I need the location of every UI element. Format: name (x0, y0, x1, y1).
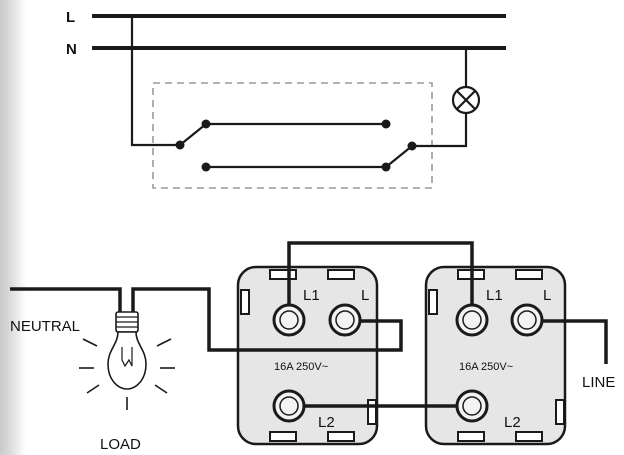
neutral-rail-label: N (66, 41, 77, 58)
contact-dot (201, 119, 211, 129)
terminal-label-l2: L2 (318, 414, 335, 431)
terminal-label-l1: L1 (303, 287, 320, 304)
neutral-label: NEUTRAL (10, 318, 80, 335)
terminal-label-l: L (543, 287, 551, 304)
live-feed-wire (130, 16, 180, 147)
terminal-l-left (328, 303, 362, 337)
wiring-layout: L1 L L2 16A 250V~ L1 L L2 16A 250V~ (10, 241, 615, 453)
load-label: LOAD (100, 436, 141, 453)
left-switch-blade (179, 123, 207, 146)
switch-rating: 16A 250V~ (274, 361, 328, 373)
terminal-l2-left (272, 389, 306, 423)
neutral-wire (10, 287, 122, 312)
contact-dot (201, 162, 211, 172)
contact-dot (381, 162, 391, 172)
line-input-wire (525, 319, 608, 364)
switch-terminals (272, 303, 544, 423)
switch-rating: 16A 250V~ (459, 361, 513, 373)
terminal-l1-left (272, 303, 306, 337)
page-edge-shadow (0, 0, 26, 455)
contact-dot (175, 140, 185, 150)
contact-dot (407, 141, 417, 151)
terminal-label-l: L (361, 287, 369, 304)
lamp-symbol-icon (451, 85, 481, 115)
terminal-l-right (510, 303, 544, 337)
terminal-label-l2: L2 (504, 414, 521, 431)
switch-contacts (175, 119, 417, 172)
right-switch-blade (385, 145, 413, 168)
light-bulb-icon (79, 311, 175, 410)
switch-enclosure (152, 82, 433, 189)
terminal-l1-right (455, 303, 489, 337)
line-label: LINE (582, 374, 615, 391)
contact-dot (381, 119, 391, 129)
light-rays (79, 338, 175, 410)
terminal-label-l1: L1 (486, 287, 503, 304)
traveller-wire-l1 (287, 241, 474, 320)
schematic-diagram: L N (66, 9, 506, 189)
terminal-l2-right (455, 389, 489, 423)
live-rail-label: L (66, 9, 75, 26)
load-feed-wire (131, 287, 403, 352)
switched-live-wire (412, 114, 468, 148)
